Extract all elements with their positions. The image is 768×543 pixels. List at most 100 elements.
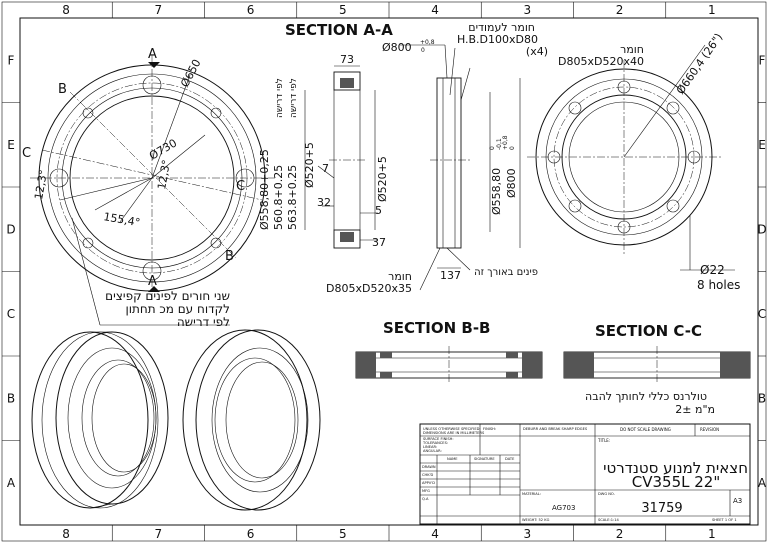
grid-col-label-bottom: 6: [247, 527, 255, 541]
grid-row-label-left: A: [7, 476, 16, 490]
tb-weight: WEIGHT: 52 KG: [522, 518, 550, 522]
tb-surface: SURFACE FINISH:: [423, 437, 454, 441]
dim-vert-2: 560.8+0.25: [272, 165, 285, 230]
material-left-he: חומר: [388, 270, 412, 283]
tb-dwg-no: 31759: [641, 501, 682, 516]
grid-row-labels: F F E E D D C C B B A A: [2, 53, 767, 490]
grid-row-label-left: C: [7, 307, 15, 321]
dim-vert-3: 563.8+0.25: [286, 165, 299, 230]
tb-qa: Q.A: [422, 497, 429, 501]
dim-650: Ø650: [178, 57, 203, 89]
tb-name: NAME: [447, 457, 458, 461]
dim-520-left: Ø520+5: [303, 142, 316, 188]
tb-material-label: MATERIAL:: [522, 492, 541, 496]
tb-appvd: APPV'D: [422, 481, 435, 485]
section-c-c-view: [563, 346, 751, 384]
dim-vert-1: Ø558,80+0,25: [258, 149, 271, 230]
dim-22: Ø22: [700, 263, 725, 277]
section-a-a-label: SECTION A-A: [285, 21, 393, 39]
dim-800-top-tol-upper: +0,8: [420, 39, 435, 46]
dim-vert-3-note: לפי דרישה: [289, 78, 299, 118]
grid-row-label-left: F: [8, 53, 15, 67]
dim-73: 73: [340, 53, 354, 66]
grid-row-label-right: F: [759, 53, 766, 67]
grid-col-label-top: 7: [155, 3, 163, 17]
cut-label-a-top: A: [148, 47, 157, 62]
material-left: D805xD520x35: [326, 282, 412, 295]
grid-row-label-right: B: [758, 391, 766, 405]
tb-size: A3: [733, 497, 742, 505]
angle-155-4: 155,4°: [102, 210, 141, 229]
tb-scale: SCALE:1:14: [598, 518, 620, 522]
grid-col-label-bottom: 7: [155, 527, 163, 541]
material-pillars-qty: (x4): [526, 45, 548, 58]
pins-note-he: פינים באורך זה: [474, 267, 538, 278]
grid-col-label-top: 4: [431, 3, 439, 17]
grid-row-label-left: B: [7, 391, 15, 405]
isometric-view-right: [182, 329, 321, 511]
dim-800-top: Ø800: [382, 41, 412, 54]
dim-7: 7: [322, 162, 329, 175]
grid-row-label-right: C: [758, 307, 766, 321]
tb-do-not-scale: DO NOT SCALE DRAWING: [620, 427, 671, 432]
dim-800-right-tol-upper: +0,8: [502, 135, 509, 150]
title-block: [419, 423, 751, 525]
material-pillars: H.B.D100xD80: [457, 33, 538, 46]
material-pillars-he: חומר לעמודים: [468, 21, 535, 34]
dim-558-tol-upper: 0: [489, 146, 496, 150]
dim-800-right: Ø800: [505, 168, 518, 198]
grid-col-label-top: 6: [247, 3, 255, 17]
front-view: [30, 55, 275, 326]
grid-col-label-bottom: 5: [339, 527, 347, 541]
dim-660: Ø660,4 (26"): [674, 31, 726, 97]
tb-mfg: MFG: [422, 489, 430, 493]
cut-label-b-bottom: B: [225, 249, 234, 264]
grid-col-label-top: 2: [616, 3, 624, 17]
tb-drawn: DRAWN: [422, 465, 436, 469]
holes-note-1: שני חורים לפינים קפיצים: [105, 289, 230, 303]
tolerance-note-1: טולרנס כללי לחותך להבה: [585, 390, 707, 403]
holes-note-2: לקדוח עם מכ תחתון: [125, 302, 230, 316]
section-a-a-view: [304, 44, 521, 291]
cut-label-c-right: C: [236, 179, 245, 194]
grid-col-label-top: 1: [708, 3, 716, 17]
holes-note-3: לפי דרישה: [177, 315, 230, 329]
grid-row-label-left: D: [6, 222, 15, 236]
material-right-he: חומר: [620, 43, 644, 56]
grid-row-label-right: A: [758, 476, 767, 490]
cut-label-c-left: C: [22, 146, 31, 161]
grid-col-label-bottom: 3: [524, 527, 532, 541]
grid-col-label-top: 3: [524, 3, 532, 17]
grid-col-label-bottom: 4: [431, 527, 439, 541]
tb-title-label: TITLE:: [597, 438, 610, 443]
tb-tolerances: TOLERANCES:: [422, 441, 448, 445]
dim-800-top-tol-lower: 0: [421, 47, 425, 54]
grid-row-label-right: D: [757, 222, 766, 236]
grid-row-label-right: E: [758, 138, 766, 152]
tb-angular: ANGULAR:: [423, 449, 442, 453]
grid-col-label-bottom: 8: [62, 527, 70, 541]
tb-title-model: CV355L 22": [632, 473, 720, 491]
tb-dims-mm: DIMENSIONS ARE IN MILLIMETERS: [423, 431, 485, 435]
tolerance-note-2: מ"מ 2±: [675, 403, 715, 416]
tb-title-he: חצאית למנוע סטנדרטי: [603, 459, 748, 477]
tb-linear: LINEAR:: [423, 445, 437, 449]
tb-chkd: CHK'D: [422, 473, 434, 477]
holes-count: 8 holes: [697, 278, 740, 292]
tb-date: DATE: [505, 457, 515, 461]
dim-137: 137: [440, 269, 461, 282]
dim-37: 37: [372, 236, 386, 249]
dim-5: 5: [375, 204, 382, 217]
dim-32: 32: [317, 196, 331, 209]
tb-sheet: SHEET 1 OF 1: [712, 518, 737, 522]
isometric-view-left: [31, 331, 169, 509]
tb-deburr: DEBURR AND BREAK SHARP EDGES: [523, 427, 588, 431]
angle-12-3-left: 12,3°: [32, 169, 50, 201]
grid-row-label-left: E: [7, 138, 15, 152]
cut-label-b-top: B: [58, 82, 67, 97]
dim-558: Ø558,80: [490, 168, 503, 215]
tb-finish: FINISH:: [483, 427, 496, 431]
